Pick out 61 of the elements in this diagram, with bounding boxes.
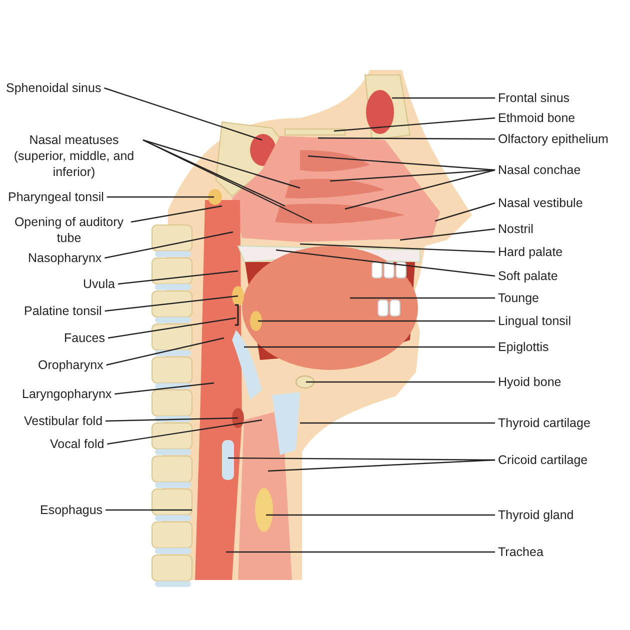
anatomy-label: Oropharynx	[38, 357, 104, 373]
anatomy-label: Palatine tonsil	[24, 303, 102, 319]
leader-line	[142, 139, 312, 223]
anatomy-label: Esophagus	[40, 502, 103, 518]
anatomy-label: Frontal sinus	[498, 90, 570, 106]
leader-line	[392, 97, 495, 99]
leader-line	[434, 202, 496, 222]
leader-line	[266, 514, 495, 516]
anatomy-label: Thyroid cartilage	[498, 415, 590, 431]
anatomy-label: Laryngopharynx	[22, 386, 112, 402]
leader-line	[276, 249, 496, 277]
anatomy-label: Trachea	[498, 544, 544, 560]
anatomy-label: Nasal conchae	[498, 162, 581, 178]
leader-line	[142, 139, 300, 189]
anatomy-label: Sphenoidal sinus	[6, 80, 102, 96]
leader-line	[106, 337, 224, 366]
leader-line	[118, 270, 238, 285]
anatomy-label: Ethmoid bone	[498, 110, 576, 126]
leader-line	[107, 419, 262, 445]
leader-line	[300, 243, 496, 253]
anatomy-label: Olfactory epithelium	[498, 131, 608, 147]
anatomy-label: Epiglottis	[498, 339, 549, 355]
leader-line	[130, 205, 222, 223]
leader-line	[330, 169, 496, 182]
anatomy-label: Hyoid bone	[498, 374, 562, 390]
leader-line	[104, 295, 238, 312]
anatomy-label: Tounge	[498, 290, 540, 306]
anatomy-label: Pharyngeal tonsil	[8, 189, 104, 205]
anatomy-label: Nasal meatuses (superior, middle, and inferior)	[8, 132, 140, 180]
anatomy-label: Nasopharynx	[28, 250, 102, 266]
leader-line	[114, 382, 214, 395]
leader-line	[106, 196, 214, 198]
anatomy-label: Vocal fold	[50, 436, 104, 452]
leader-line	[226, 551, 495, 553]
leader-line	[104, 87, 262, 141]
leader-line	[104, 231, 234, 259]
anatomy-label: Nasal vestibule	[498, 195, 583, 211]
anatomy-label: Vestibular fold	[24, 413, 103, 429]
anatomy-label: Soft palate	[498, 268, 558, 284]
anatomy-label: Thyroid gland	[498, 507, 574, 523]
anatomy-label: Lingual tonsil	[498, 313, 571, 329]
leader-line	[108, 317, 236, 339]
leader-line	[334, 117, 496, 132]
anatomy-label: Fauces	[64, 330, 105, 346]
anatomy-label: Cricoid cartilage	[498, 452, 588, 468]
anatomy-label: Nostril	[498, 221, 534, 237]
leader-line	[106, 509, 192, 511]
leader-line	[244, 346, 495, 348]
leader-line	[344, 169, 496, 210]
leader-line	[258, 320, 495, 322]
leader-line	[318, 137, 495, 140]
anatomy-label: Uvula	[83, 276, 115, 292]
anatomy-label: Opening of auditory tube	[10, 214, 128, 246]
leader-line	[268, 459, 496, 472]
anatomy-label: Hard palate	[498, 244, 563, 260]
leader-line	[400, 228, 496, 241]
leader-line	[308, 155, 496, 171]
leader-line	[306, 381, 495, 383]
leader-line	[300, 422, 495, 424]
leader-line	[106, 417, 238, 422]
leader-line	[350, 297, 495, 299]
